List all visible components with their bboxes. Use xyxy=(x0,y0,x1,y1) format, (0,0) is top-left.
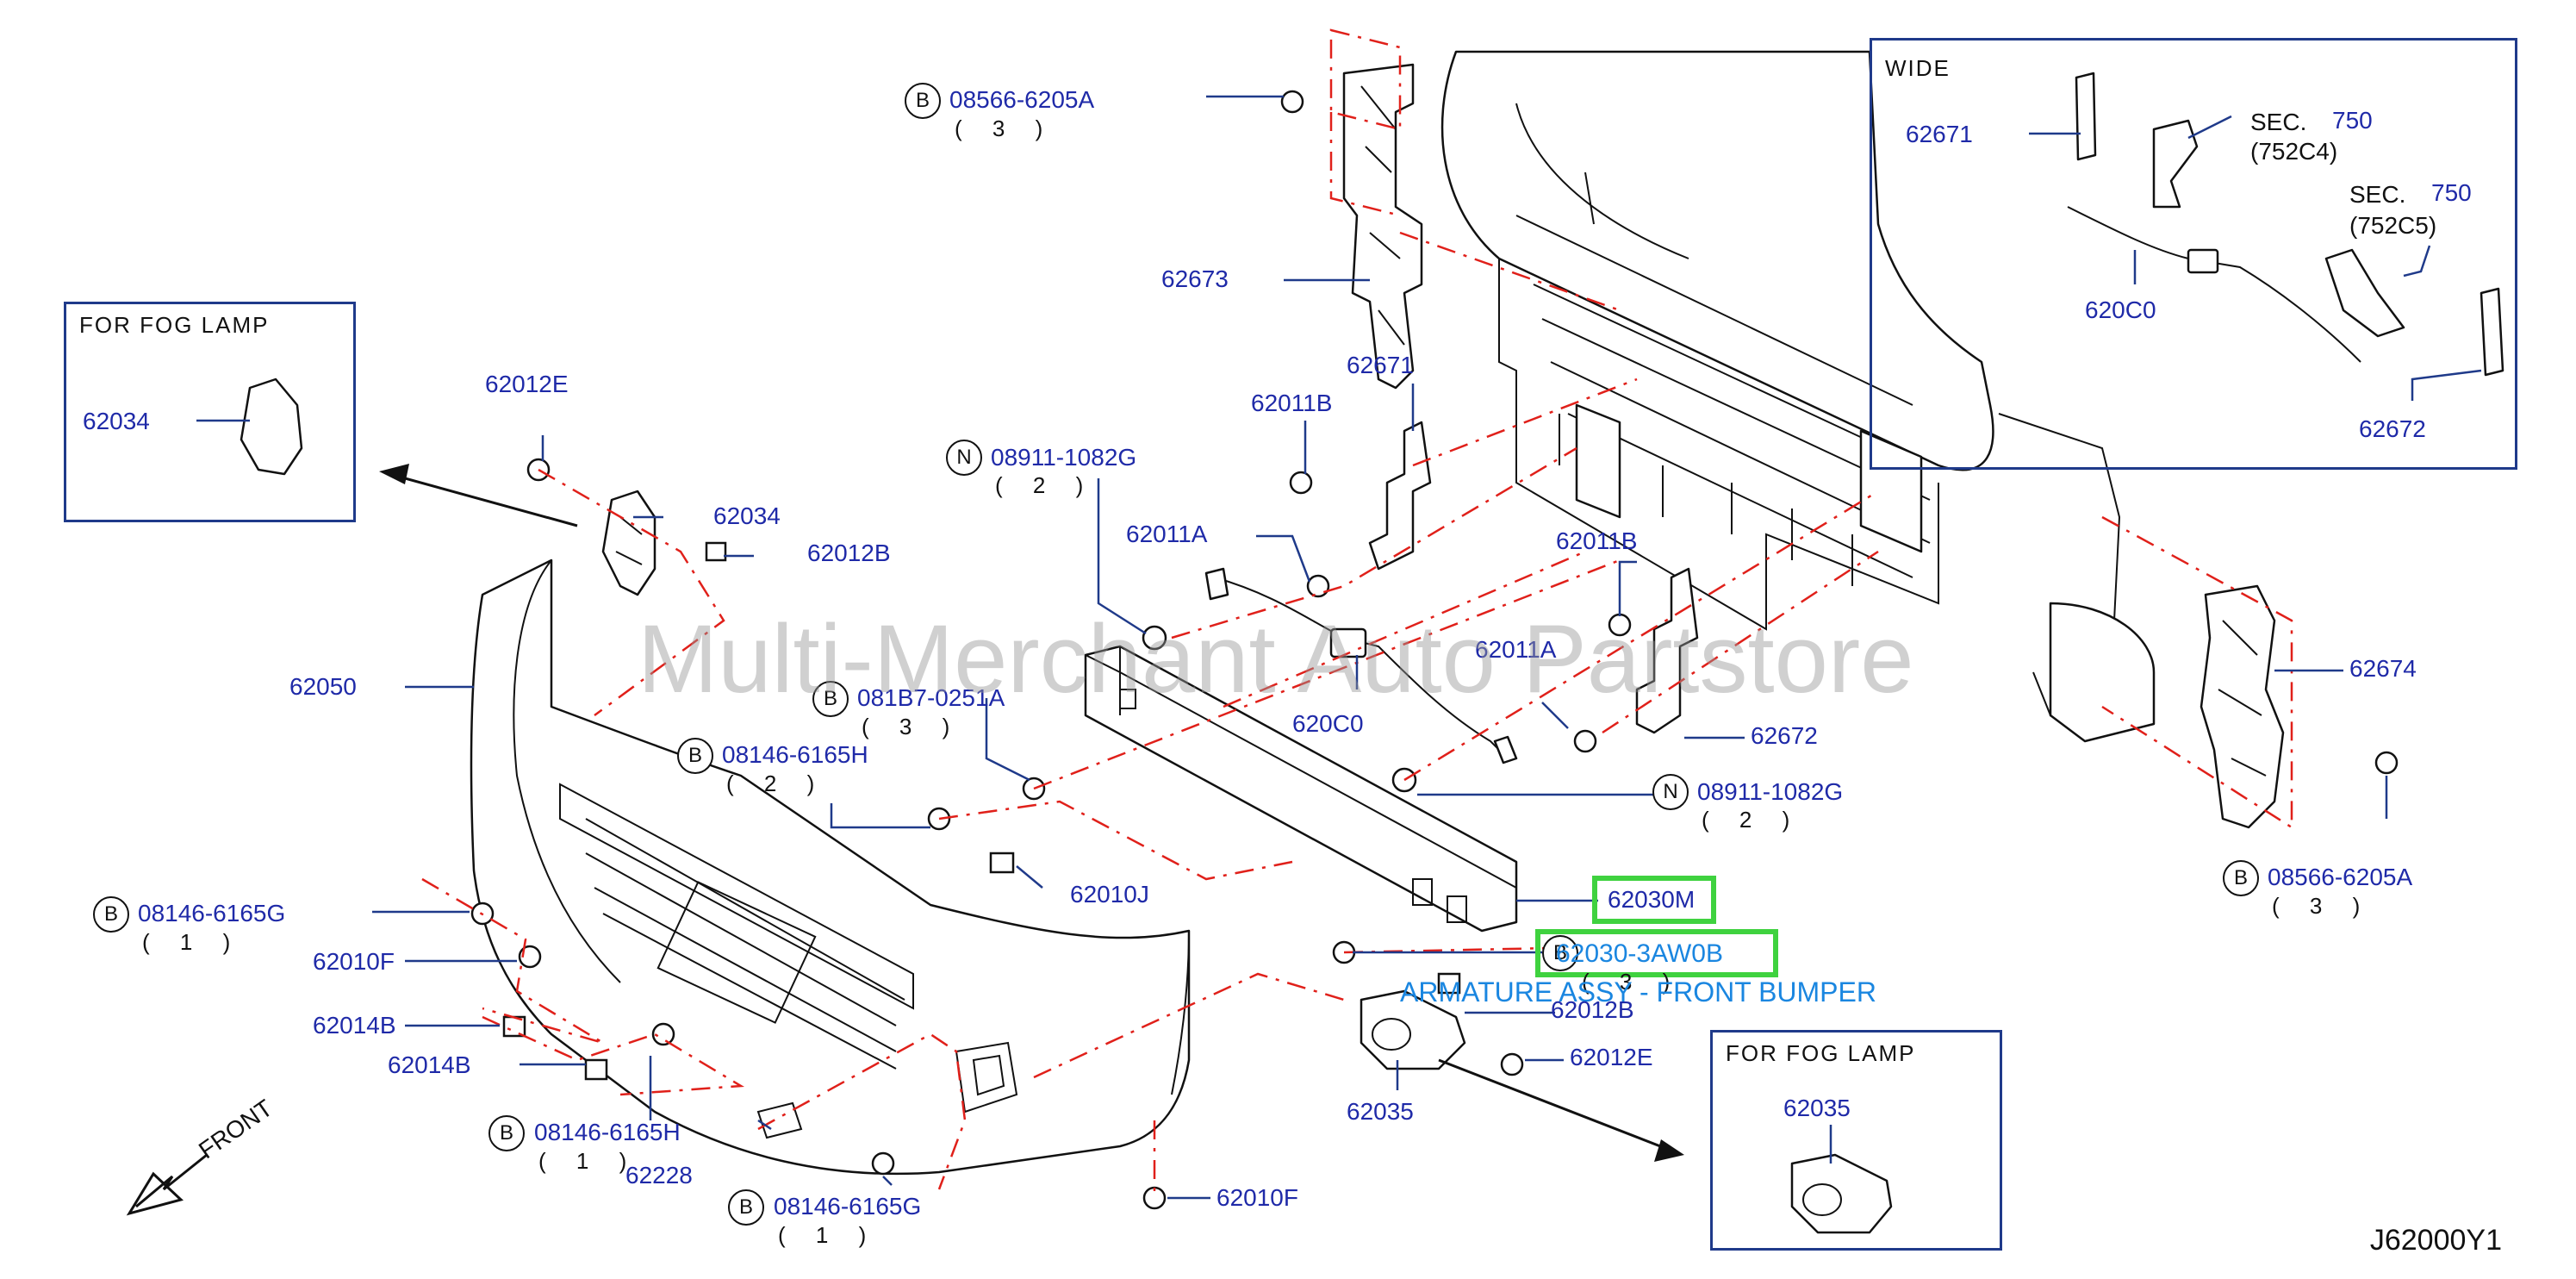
part-label-62014B-upper[interactable]: 62014B xyxy=(313,1012,396,1039)
inset-fog-lamp-right xyxy=(1710,1030,2002,1251)
part-label-62035-inset[interactable]: 62035 xyxy=(1783,1095,1851,1121)
qty-08911-1082G-right: ( 2 ) xyxy=(1702,807,1802,833)
bolt-type-b-circle-081B7: B xyxy=(812,681,849,717)
qty-08566-6205A-top: ( 3 ) xyxy=(955,115,1055,141)
part-label-62011A-left[interactable]: 62011A xyxy=(1126,521,1208,547)
part-label-62011B-right[interactable]: 62011B xyxy=(1556,527,1638,554)
qty-08566-6205A-right: ( 3 ) xyxy=(2272,893,2373,919)
part-label-620C0-inset[interactable]: 620C0 xyxy=(2085,296,2156,323)
part-label-62010F-left[interactable]: 62010F xyxy=(313,948,395,975)
qty-08146-6165H-top: ( 2 ) xyxy=(726,771,827,796)
part-label-08146-6165G-left[interactable]: 08146-6165G xyxy=(138,900,286,926)
highlight-tooltip: ARMATURE ASSY - FRONT BUMPER xyxy=(1400,976,1876,1008)
fog-inset-parts xyxy=(240,377,1893,1234)
sec-ref-752C4: (752C4) xyxy=(2250,138,2338,165)
part-label-62035[interactable]: 62035 xyxy=(1347,1098,1414,1125)
sec-label-2: SEC. xyxy=(2349,181,2406,208)
part-label-08566-6205A-top[interactable]: 08566-6205A xyxy=(949,86,1095,113)
harness-620C0 xyxy=(1204,567,1518,764)
part-label-62674[interactable]: 62674 xyxy=(2349,655,2417,682)
part-label-08911-1082G-top[interactable]: 08911-1082G xyxy=(991,444,1137,471)
part-label-62014B-lower[interactable]: 62014B xyxy=(388,1051,471,1078)
qty-08146-6165H-bottom: ( 1 ) xyxy=(538,1148,639,1174)
part-label-62672-inset[interactable]: 62672 xyxy=(2359,415,2426,442)
bracket-62671 xyxy=(1368,421,1432,571)
part-label-62672[interactable]: 62672 xyxy=(1751,722,1818,749)
part-label-62671[interactable]: 62671 xyxy=(1347,352,1414,378)
leader-lines xyxy=(196,95,2482,1200)
fog-bracket-62034 xyxy=(601,490,656,596)
vehicle-body-frame xyxy=(1440,50,2156,743)
overlay-part-code[interactable]: 62030-3AW0B xyxy=(1556,939,1724,968)
highlight-box-62030-3AW0B xyxy=(1535,929,1778,977)
sec-number-1[interactable]: 750 xyxy=(2332,107,2373,134)
part-label-08911-1082G-right[interactable]: 08911-1082G xyxy=(1697,778,1844,805)
sec-ref-752C5: (752C5) xyxy=(2349,212,2437,239)
nut-type-n-circle: N xyxy=(946,440,982,476)
part-label-62012E-top[interactable]: 62012E xyxy=(485,371,569,397)
qty-08146-6165G-bottom: ( 1 ) xyxy=(778,1222,879,1248)
reinforcement-62030M xyxy=(1084,645,1518,933)
assembly-lines xyxy=(421,28,2293,1198)
part-label-62034-inset[interactable]: 62034 xyxy=(83,408,150,434)
part-label-08146-6165G-bottom[interactable]: 08146-6165G xyxy=(774,1193,922,1220)
highlight-box-62030M xyxy=(1592,876,1716,924)
direction-arrows xyxy=(126,464,1684,1216)
part-label-62010J[interactable]: 62010J xyxy=(1070,881,1149,908)
bolt-type-b-circle-08146-H-top: B xyxy=(677,738,713,774)
part-label-62012B-right[interactable]: 62012B xyxy=(1551,996,1634,1023)
bolt-type-b-circle: B xyxy=(905,83,941,119)
part-label-62010F-bottom[interactable]: 62010F xyxy=(1216,1184,1298,1211)
bolt-type-b-circle-overlay: B xyxy=(1542,935,1578,971)
part-label-081B7-0251A[interactable]: 081B7-0251A xyxy=(857,684,1005,711)
qty-081B7-0251A: ( 3 ) xyxy=(862,714,962,739)
diagram-code: J62000Y1 xyxy=(2369,1224,2502,1257)
qty-08146-6165G-left: ( 1 ) xyxy=(142,929,243,955)
bolt-type-b-circle-08146-H-bottom: B xyxy=(488,1115,525,1151)
part-label-62011B-left[interactable]: 62011B xyxy=(1251,390,1333,416)
inset-fog-lamp-left-title: FOR FOG LAMP xyxy=(79,312,270,338)
part-label-62012E-right[interactable]: 62012E xyxy=(1570,1044,1653,1070)
part-label-62228[interactable]: 62228 xyxy=(625,1162,693,1189)
fog-bracket-62035 xyxy=(1360,989,1466,1070)
part-label-62673[interactable]: 62673 xyxy=(1161,265,1229,292)
nut-type-n-circle-right: N xyxy=(1652,774,1689,810)
part-label-62671-inset[interactable]: 62671 xyxy=(1906,121,1973,147)
sec-label-1: SEC. xyxy=(2250,109,2307,135)
qty-overlay: ( 3 ) xyxy=(1582,969,1683,995)
bolt-type-b-circle-08146-G-left: B xyxy=(93,896,129,933)
part-label-62011A-right[interactable]: 62011A xyxy=(1475,636,1557,663)
bracket-62673 xyxy=(1342,63,1423,390)
wide-inset-parts xyxy=(2067,72,2504,377)
part-label-08566-6205A-right[interactable]: 08566-6205A xyxy=(2268,864,2413,890)
part-label-62030M[interactable]: 62030M xyxy=(1608,886,1696,913)
part-label-62034[interactable]: 62034 xyxy=(713,502,781,529)
part-label-62050[interactable]: 62050 xyxy=(289,673,357,700)
part-label-08146-6165H-bottom[interactable]: 08146-6165H xyxy=(534,1119,681,1145)
inset-wide xyxy=(1870,38,2517,470)
inset-fog-lamp-right-title: FOR FOG LAMP xyxy=(1726,1040,1916,1066)
part-label-08146-6165H-top[interactable]: 08146-6165H xyxy=(722,741,868,768)
bolt-type-b-circle-08566-right: B xyxy=(2223,860,2259,896)
part-label-62012B-left[interactable]: 62012B xyxy=(807,540,891,566)
bracket-62674 xyxy=(2200,584,2285,829)
sec-number-2[interactable]: 750 xyxy=(2431,179,2472,206)
watermark: Multi-Merchant Auto Partstore xyxy=(638,605,1914,713)
bolt-type-b-circle-08146-G-bottom: B xyxy=(728,1189,764,1226)
part-label-620C0[interactable]: 620C0 xyxy=(1292,710,1364,737)
bumper-fascia-62050 xyxy=(470,558,1191,1176)
inset-wide-title: WIDE xyxy=(1885,55,1951,81)
inset-fog-lamp-left xyxy=(64,302,356,522)
qty-08911-1082G-top: ( 2 ) xyxy=(995,472,1096,498)
